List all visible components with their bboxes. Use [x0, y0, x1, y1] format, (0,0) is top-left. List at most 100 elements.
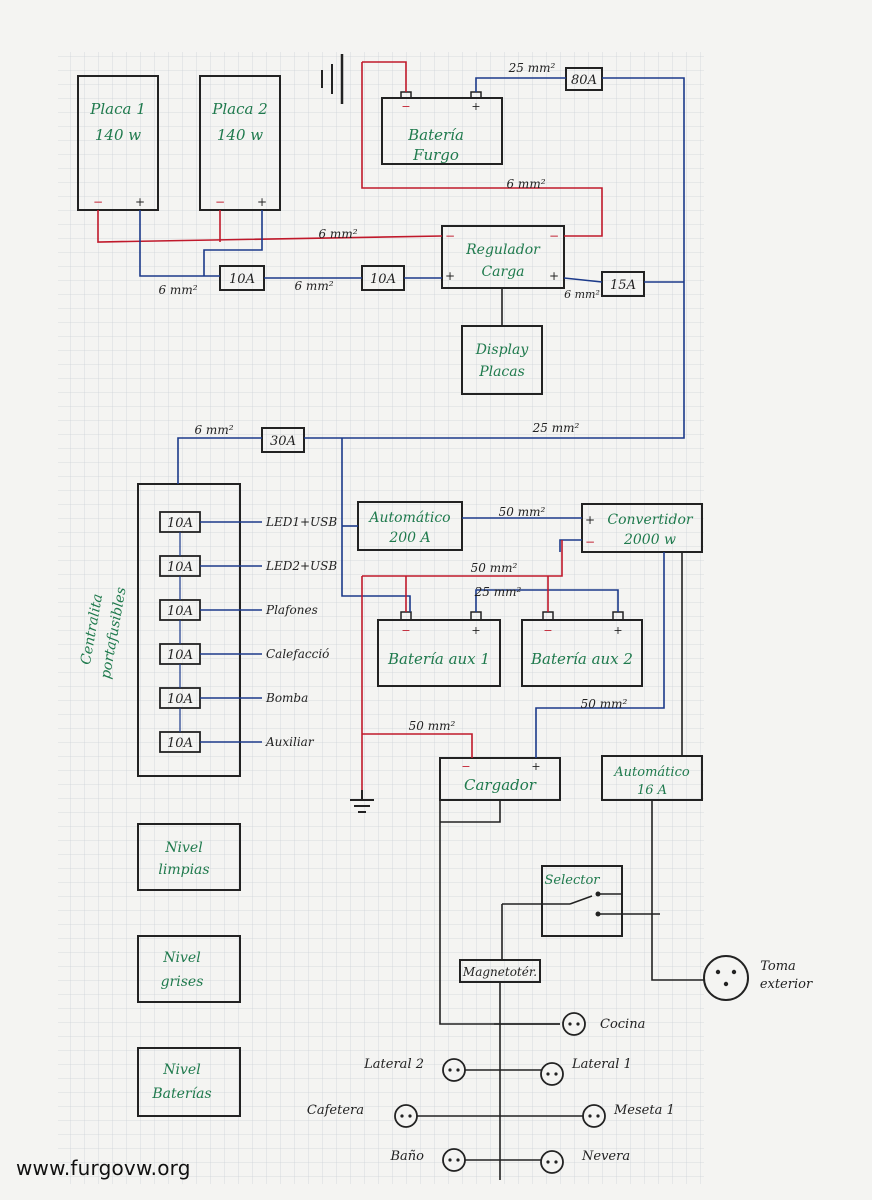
- cable-label: 6 mm²: [194, 423, 233, 437]
- svg-text:30A: 30A: [270, 434, 296, 449]
- cable-label: 50 mm²: [581, 697, 628, 711]
- svg-text:Nivel: Nivel: [162, 950, 200, 966]
- outlet-label: Cocina: [600, 1017, 645, 1032]
- cable-label: 25 mm²: [532, 421, 580, 435]
- wire: [563, 277, 603, 283]
- wire: [651, 800, 704, 981]
- svg-text:80A: 80A: [571, 73, 597, 88]
- outlet-label: Baño: [389, 1149, 424, 1164]
- svg-text:Automático: Automático: [367, 510, 450, 526]
- level-boxes: Nivel limpias Nivel grises Nivel Batería…: [137, 823, 241, 1117]
- auto-breaker-200a: Automático 200 A: [357, 501, 463, 551]
- regulator-name: Regulador: [465, 242, 541, 258]
- svg-text:2000 w: 2000 w: [623, 532, 676, 548]
- circuit-label: Bomba: [265, 691, 308, 705]
- power-outlet: Nevera: [540, 1149, 630, 1174]
- cable-label: 25 mm²: [474, 585, 522, 599]
- cable-label: 6 mm²: [318, 227, 357, 241]
- cable-label: 6 mm²: [158, 283, 197, 297]
- fuse-rating: 10A: [167, 560, 193, 575]
- terminal-minus: −: [401, 624, 410, 637]
- terminal-minus: −: [543, 624, 552, 637]
- circuit-label: LED1+USB: [265, 515, 337, 529]
- fuse-row: 10A LED1+USB: [159, 511, 337, 533]
- cable-label: 50 mm²: [409, 719, 456, 733]
- svg-text:Convertidor: Convertidor: [607, 512, 694, 528]
- svg-text:Toma: Toma: [760, 959, 796, 974]
- power-outlet: Lateral 2: [363, 1057, 466, 1082]
- solar-display: Display Placas: [461, 325, 543, 395]
- aux-battery-1: − + Batería aux 1: [377, 611, 501, 687]
- svg-text:grises: grises: [161, 974, 204, 990]
- svg-text:Selector: Selector: [545, 873, 601, 888]
- solar-panel-2-power: 140 w: [217, 126, 263, 144]
- svg-text:Baterías: Baterías: [151, 1086, 211, 1102]
- svg-text:Nivel: Nivel: [164, 840, 202, 856]
- external-socket: Toma exterior: [703, 955, 813, 1001]
- inverter: + − Convertidor 2000 w: [581, 503, 703, 553]
- outlet-label: Meseta 1: [613, 1103, 675, 1118]
- outlet-icon: [582, 1104, 606, 1128]
- wire: [475, 77, 566, 92]
- outlet-icon: [394, 1104, 418, 1128]
- terminal-plus: +: [585, 513, 595, 527]
- wire: [203, 210, 263, 276]
- terminal-plus: +: [257, 195, 267, 209]
- outlet-label: Lateral 1: [571, 1057, 632, 1072]
- terminal-minus: −: [445, 229, 455, 243]
- terminal-minus: −: [549, 229, 559, 243]
- power-outlet: Baño: [389, 1148, 466, 1172]
- svg-text:Cargador: Cargador: [464, 776, 537, 794]
- terminal-plus: +: [471, 624, 480, 637]
- circuit-label: Calefacció: [266, 647, 329, 661]
- fuse-15a: 15A: [601, 271, 645, 297]
- svg-text:10A: 10A: [370, 272, 396, 287]
- cable-label: 50 mm²: [471, 561, 518, 575]
- svg-text:Magnetotér.: Magnetotér.: [462, 965, 537, 979]
- svg-text:200 A: 200 A: [388, 530, 430, 546]
- cable-label: 25 mm²: [508, 61, 556, 75]
- wires: [97, 61, 704, 1180]
- power-outlet: Cafetera: [307, 1103, 418, 1128]
- ground-symbol: [350, 790, 374, 813]
- regulator-sub: Carga: [481, 264, 524, 280]
- wire: [361, 62, 603, 237]
- svg-text:Batería aux 1: Batería aux 1: [387, 650, 490, 668]
- svg-text:exterior: exterior: [760, 977, 813, 992]
- level-box-clean: Nivel limpias: [137, 823, 241, 891]
- circuit-label: LED2+USB: [265, 559, 337, 573]
- fuse-rating: 10A: [167, 736, 193, 751]
- level-box-grey: Nivel grises: [137, 935, 241, 1003]
- fuse-rating: 10A: [167, 516, 193, 531]
- terminal-minus: −: [585, 535, 595, 549]
- svg-text:Automático: Automático: [613, 765, 690, 780]
- fuse-row: 10A Auxiliar: [159, 708, 315, 753]
- wire: [362, 733, 473, 758]
- power-outlet: Lateral 1: [540, 1057, 632, 1086]
- fuse-row: 10A LED2+USB: [159, 532, 337, 577]
- wire: [362, 61, 407, 92]
- fuse-box: [137, 483, 241, 777]
- fuse-rating: 10A: [167, 604, 193, 619]
- solar-panel-2-name: Placa 2: [211, 100, 268, 118]
- wire: [341, 438, 411, 612]
- fuse-80a: 80A: [565, 67, 603, 91]
- aux-battery-2: − + Batería aux 2: [521, 611, 643, 687]
- outlet-icon: [562, 1012, 586, 1036]
- terminal-plus: +: [471, 100, 480, 113]
- chassis-ground-symbol: [321, 54, 344, 104]
- van-battery: − + Batería Furgo: [381, 91, 503, 165]
- van-battery-name: Batería: [407, 126, 464, 144]
- circuit-label: Auxiliar: [265, 735, 315, 749]
- circuit-label: Plafones: [265, 603, 318, 617]
- terminal-plus: +: [445, 269, 455, 283]
- fuse-30a: 30A: [261, 427, 305, 453]
- outlet-icon: [540, 1062, 564, 1086]
- wire: [475, 589, 619, 612]
- selector-switch: Selector: [541, 865, 623, 937]
- terminal-plus: +: [135, 195, 145, 209]
- terminal-plus: +: [613, 624, 622, 637]
- outlet-icon: [540, 1150, 564, 1174]
